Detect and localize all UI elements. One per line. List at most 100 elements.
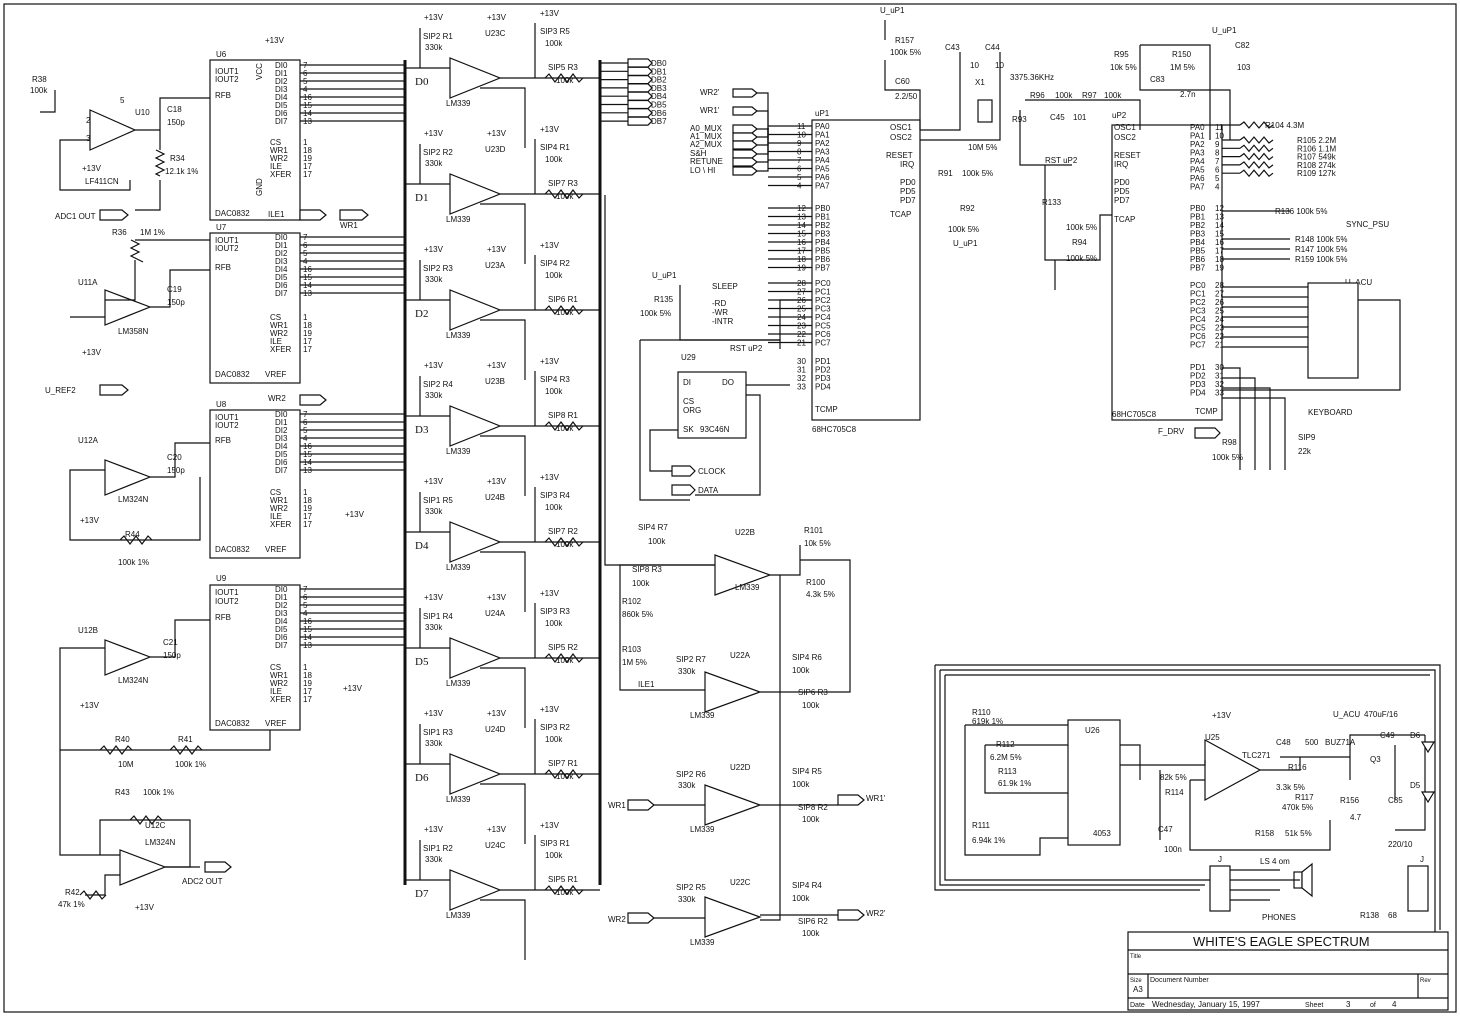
left-resistors	[79, 149, 203, 900]
left-signal-tags	[99, 209, 369, 873]
dac-ctrl-label: ILE	[270, 337, 282, 346]
dac-ctrl-number: 19	[303, 154, 312, 163]
supply-label: +13V	[487, 825, 507, 834]
svg-text:100k 1%: 100k 1%	[175, 760, 206, 769]
svg-text:C82: C82	[1235, 41, 1250, 50]
svg-text:100k: 100k	[792, 666, 810, 675]
supply-label: +13V	[540, 357, 560, 366]
mcu2-resistor-symbol	[1239, 160, 1274, 169]
mcu-pin-label: PD4	[815, 383, 831, 392]
mcu2-resistor-label: R109 127k	[1297, 169, 1337, 178]
svg-text:ILE1: ILE1	[268, 210, 285, 219]
svg-text:VREF: VREF	[265, 545, 286, 554]
svg-text:SIP9: SIP9	[1298, 433, 1316, 442]
mcu2-pin-number: 13	[1215, 213, 1224, 222]
svg-text:RFB: RFB	[215, 613, 231, 622]
comparator-part: LM339	[446, 215, 471, 224]
dac-ctrl-label: WR2	[270, 504, 288, 513]
dac-pin-label: DI1	[275, 241, 288, 250]
svg-text:10M: 10M	[118, 760, 134, 769]
svg-text:RFB: RFB	[215, 436, 231, 445]
dac-pin-label: DI4	[275, 265, 288, 274]
comparator-symbol	[449, 405, 502, 447]
oscillator-area: U_uP1 R157 100k 5% C60 2.2/50 C43 10 C44…	[880, 6, 1316, 462]
svg-text:100k 5%: 100k 5%	[1212, 453, 1243, 462]
svg-text:R41: R41	[178, 735, 193, 744]
svg-text:3: 3	[86, 134, 91, 143]
mcu-pin-number: 31	[797, 366, 806, 375]
svg-text:IOUT2: IOUT2	[215, 75, 239, 84]
mcu-pc-signal: -INTR	[712, 317, 734, 326]
svg-text:RFB: RFB	[215, 263, 231, 272]
svg-text:100k 5%: 100k 5%	[640, 309, 671, 318]
svg-text:R96: R96	[1030, 91, 1045, 100]
svg-text:22k: 22k	[1298, 447, 1312, 456]
sip-pullup-value: 100k	[545, 39, 563, 48]
dac-pin-label: DI0	[275, 410, 288, 419]
mcu-pin-label: PA7	[815, 182, 830, 191]
sip-out-label: SIP7 R3	[548, 179, 578, 188]
dac-ctrl-number: 1	[303, 138, 308, 147]
svg-text:LM339: LM339	[690, 711, 715, 720]
svg-text:TCMP: TCMP	[815, 405, 838, 414]
dac-pin-label: DI2	[275, 426, 288, 435]
comparator-symbol	[449, 753, 502, 795]
dac-ctrl-number: 17	[303, 512, 312, 521]
svg-text:R158: R158	[1255, 829, 1275, 838]
mcu2-resistor-label: R106 1.1M	[1297, 144, 1336, 153]
mcu-pin-number: 33	[797, 383, 806, 392]
sip-in-value: 330k	[425, 507, 443, 516]
svg-text:103: 103	[1237, 63, 1251, 72]
svg-text:IOUT1: IOUT1	[215, 236, 239, 245]
svg-text:R34: R34	[170, 154, 185, 163]
svg-text:+13V: +13V	[265, 36, 285, 45]
svg-text:619k 1%: 619k 1%	[972, 717, 1003, 726]
comparator-ref: U23C	[485, 29, 506, 38]
svg-text:IOUT2: IOUT2	[215, 244, 239, 253]
svg-text:100k: 100k	[1104, 91, 1122, 100]
dac-pin-label: DI7	[275, 466, 288, 475]
svg-text:R101: R101	[804, 526, 824, 535]
mcu2-pin-number: 9	[1215, 140, 1220, 149]
svg-text:R113: R113	[998, 767, 1017, 776]
svg-text:ORG: ORG	[683, 406, 701, 415]
dac-ctrl-label: CS	[270, 488, 281, 497]
svg-text:2.2/50: 2.2/50	[895, 92, 918, 101]
mcu-input-tag	[732, 140, 758, 150]
mcu2-resistor-symbol	[1239, 121, 1274, 129]
comparator-wires	[405, 23, 600, 148]
mcu-input-tag	[732, 149, 758, 159]
svg-text:SIP2 R5: SIP2 R5	[676, 883, 706, 892]
svg-text:WR2': WR2'	[866, 909, 886, 918]
svg-text:100k: 100k	[632, 579, 650, 588]
sip-in-label: SIP2 R1	[423, 32, 453, 41]
comparator-wires	[405, 835, 600, 960]
svg-text:U11A: U11A	[78, 278, 98, 287]
mcu2-resistor-symbol	[1239, 169, 1274, 178]
comparator-symbol	[449, 637, 502, 679]
svg-text:SIP4 R4: SIP4 R4	[792, 881, 822, 890]
mcu-pin-label: PC4	[815, 313, 831, 322]
mcu-pc-signal: -RD	[712, 299, 726, 308]
comparator-ref: U24C	[485, 841, 506, 850]
svg-text:100k: 100k	[648, 537, 666, 546]
svg-text:330k: 330k	[678, 895, 696, 904]
dac-ctrl-label: WR2	[270, 329, 288, 338]
svg-text:68HC705C8: 68HC705C8	[1112, 410, 1157, 419]
supply-label: +13V	[540, 473, 560, 482]
svg-text:LF411CN: LF411CN	[85, 177, 119, 186]
db-tag	[627, 99, 653, 110]
svg-text:+13V: +13V	[82, 164, 102, 173]
svg-text:LM358N: LM358N	[118, 327, 148, 336]
comparator-part: LM339	[446, 911, 471, 920]
comparator-wires	[405, 371, 600, 496]
dac-ctrl-label: WR1	[270, 671, 288, 680]
dac-ctrl-number: 17	[303, 687, 312, 696]
mcu-pin-label: PB0	[815, 204, 831, 213]
svg-text:KEYBOARD: KEYBOARD	[1308, 408, 1353, 417]
dac-pin-label: DI0	[275, 585, 288, 594]
mcu-up1: uP1 68HC705C8 TCMP	[811, 109, 921, 434]
mid-comparators: U22B LM339 U22A LM339 U22D LM339 U22C LM…	[604, 195, 886, 947]
